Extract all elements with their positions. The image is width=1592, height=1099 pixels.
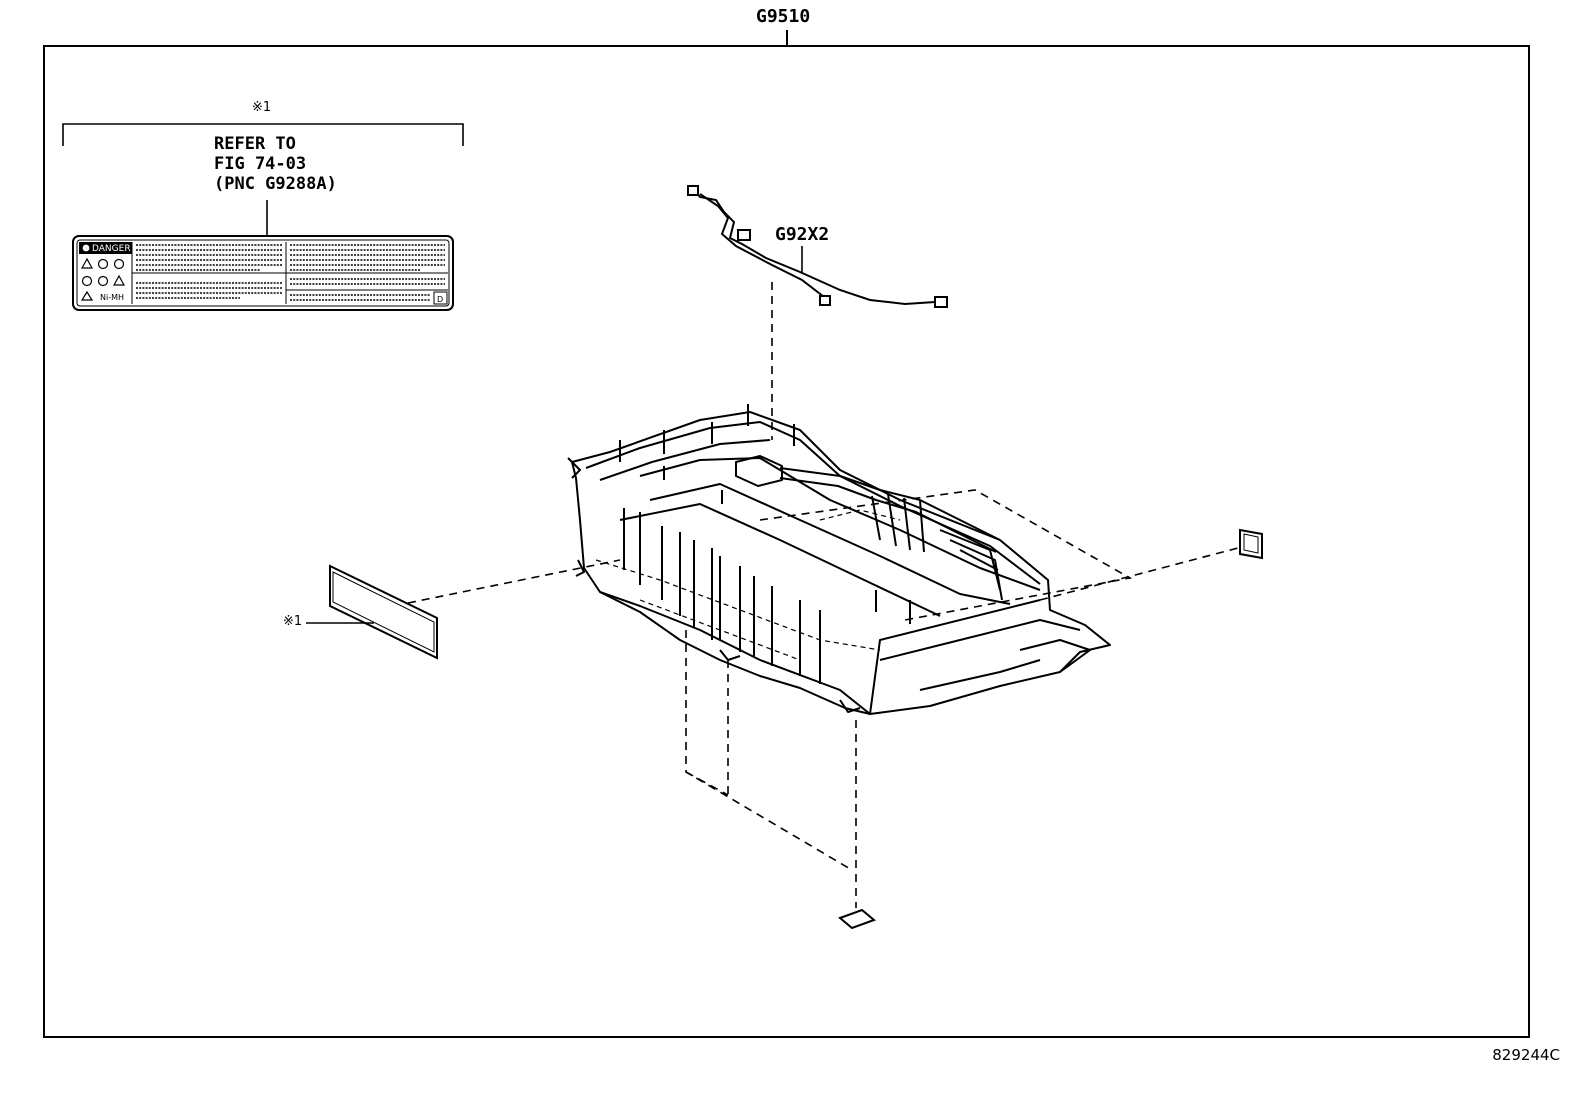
battery-type-label: Ni-MH	[100, 293, 124, 302]
assembly-part-number: G9510	[756, 6, 811, 27]
bottom-pad	[838, 908, 876, 930]
assembly-dashed-lines	[407, 282, 1239, 908]
no-disassemble-icon	[81, 275, 93, 287]
warning-circle-icon	[82, 244, 90, 252]
shock-triangle-icon	[112, 274, 126, 286]
warning-triangle-icon	[80, 257, 94, 269]
refer-line-3: (PNC G9288A)	[214, 174, 337, 194]
hidden-detail-lines	[595, 509, 901, 661]
label-corner-letter: D	[437, 295, 443, 304]
caution-triangle-icon	[80, 290, 94, 301]
note-marker-top: ※1	[252, 100, 272, 115]
illustration-code: 829244C	[1492, 1046, 1560, 1064]
caution-label-card: DANGER Ni-MH	[72, 235, 454, 311]
wire-harness-part-number: G92X2	[775, 224, 830, 245]
battery-assembly-body	[567, 404, 1111, 715]
note-marker-left: ※1	[283, 614, 303, 629]
note-bracket	[62, 123, 464, 146]
refer-to-note: REFER TO FIG 74-03 (PNC G9288A)	[214, 134, 337, 194]
wire-harness	[687, 185, 948, 308]
sticker-left	[329, 564, 438, 660]
danger-heading: DANGER	[92, 244, 131, 254]
no-touch-icon	[113, 258, 125, 270]
diagram-frame	[43, 45, 1530, 1038]
danger-header-band	[79, 242, 132, 254]
label-fine-print	[136, 244, 445, 301]
refer-line-2: FIG 74-03	[214, 154, 307, 174]
manual-icon	[97, 275, 109, 287]
refer-line-1: REFER TO	[214, 134, 296, 154]
right-pad	[1239, 528, 1263, 560]
no-fire-icon	[97, 258, 109, 270]
